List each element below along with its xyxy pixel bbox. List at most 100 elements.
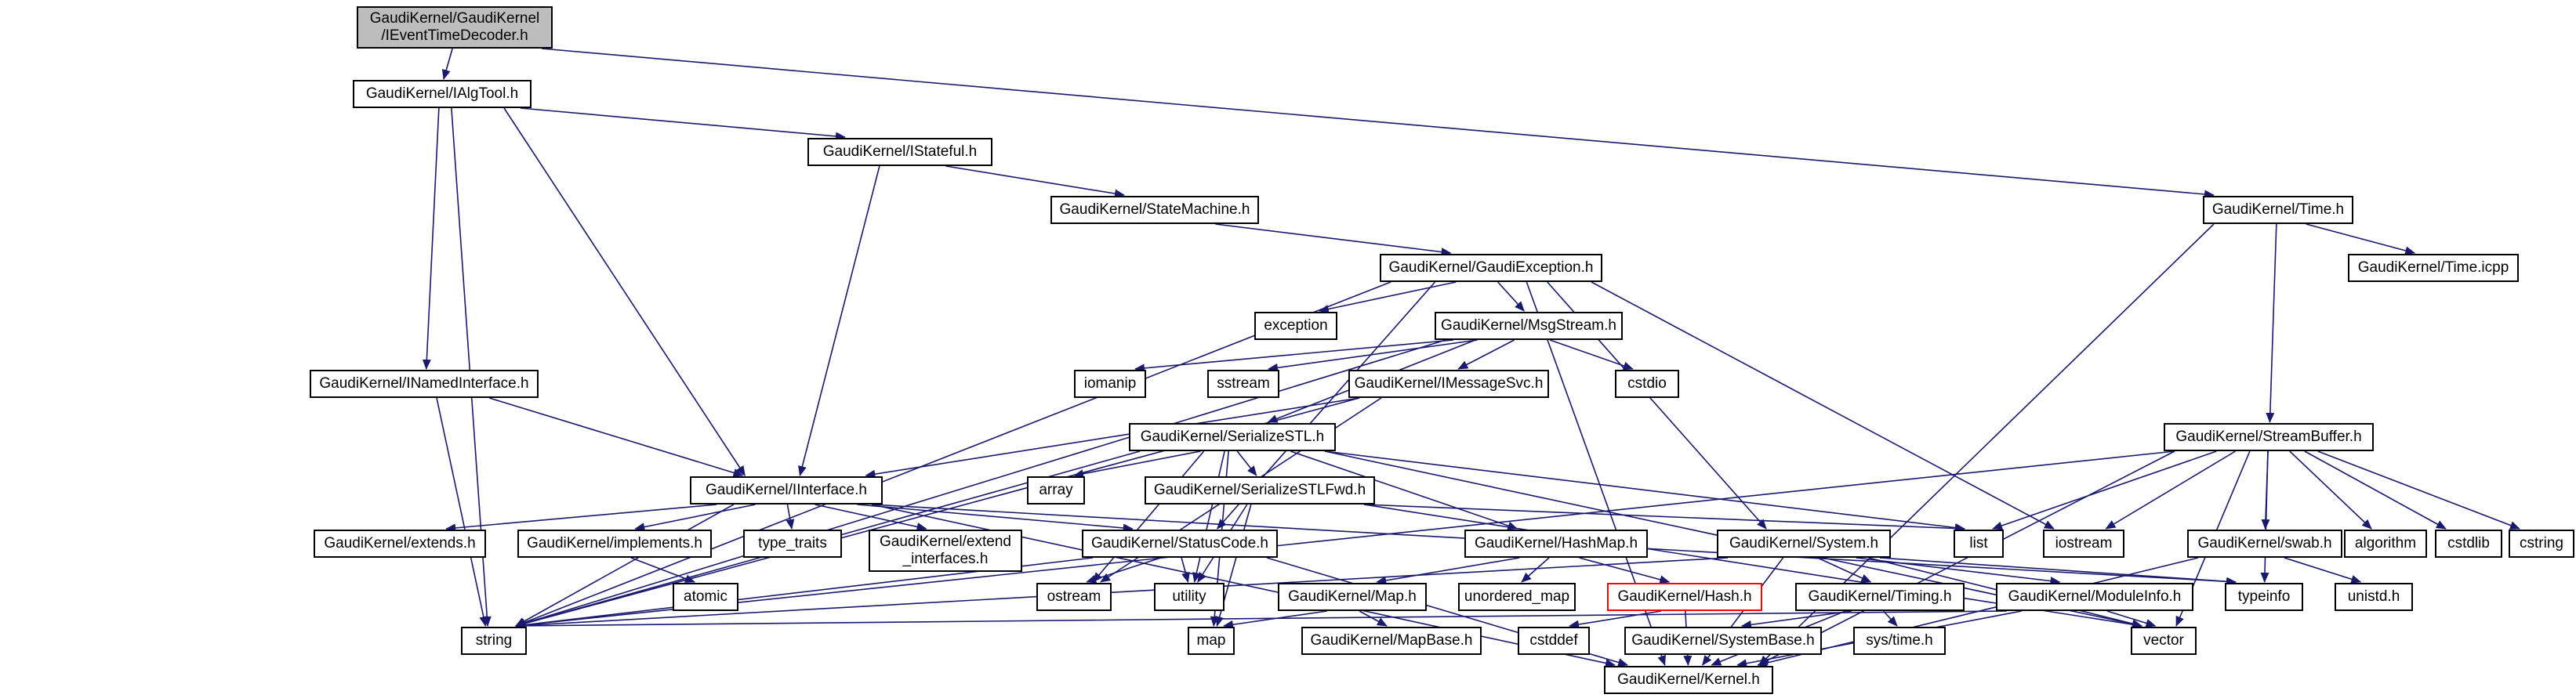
node-msgstream[interactable]: GaudiKernel/MsgStream.h [1435, 312, 1623, 340]
include-edge-maph-mapbase [1359, 610, 1388, 627]
include-edge-istateful-iinterface [798, 165, 880, 476]
include-edge-gaudiexception-msgstream [1497, 281, 1525, 312]
include-edge-streambuffer-string [515, 450, 2175, 630]
include-edge-streambuffer-list [1992, 450, 2217, 530]
include-edge-serializestl-list [1324, 450, 1965, 533]
include-edge-system-string [515, 557, 1729, 630]
include-edge-time-streambuffer [2266, 223, 2277, 423]
include-edge-moduleinfo-string [515, 610, 2008, 631]
node-swab[interactable]: GaudiKernel/swab.h [2187, 530, 2342, 558]
include-edge-streambuffer-cstdlib [2304, 450, 2447, 530]
node-time[interactable]: GaudiKernel/Time.h [2203, 196, 2353, 224]
include-edge-ialgtool-inamedinterface [422, 107, 440, 370]
node-extendinterfaces[interactable]: GaudiKernel/extend _interfaces.h [869, 530, 1022, 572]
include-edge-inamedinterface-iinterface [488, 397, 744, 477]
node-iomanip: iomanip [1074, 370, 1146, 398]
node-maph[interactable]: GaudiKernel/Map.h [1278, 583, 1427, 611]
node-kernel[interactable]: GaudiKernel/Kernel.h [1604, 666, 1773, 694]
include-edge-ialgtool-istateful [520, 107, 846, 141]
node-typeinfo: typeinfo [2225, 583, 2303, 611]
include-edge-streambuffer-kernel [1757, 450, 2175, 666]
node-hash[interactable]: GaudiKernel/Hash.h [1607, 583, 1762, 611]
node-systembase[interactable]: GaudiKernel/SystemBase.h [1624, 627, 1822, 655]
node-timeicpp[interactable]: GaudiKernel/Time.icpp [2348, 254, 2519, 282]
include-edge-implements-atomic [630, 557, 696, 583]
include-edge-gaudiexception-exception [1318, 281, 1457, 313]
include-edge-gaudiexception-iostream [1591, 281, 2055, 530]
node-sstream: sstream [1207, 370, 1279, 398]
node-ietd[interactable]: GaudiKernel/GaudiKernel /IEventTimeDecod… [357, 6, 553, 49]
include-edge-streambuffer-algorithm [2289, 450, 2372, 530]
include-edge-statemachine-gaudiexception [1215, 223, 1452, 256]
include-edge-time-timeicpp [2306, 223, 2416, 255]
include-edge-timing-systime [1882, 610, 1898, 627]
node-hashmap[interactable]: GaudiKernel/HashMap.h [1464, 530, 1648, 558]
node-iinterface[interactable]: GaudiKernel/IInterface.h [690, 476, 883, 505]
node-iostream: iostream [2043, 530, 2124, 558]
include-edge-iinterface-typetraits [785, 504, 795, 530]
include-edge-imessagesvc-iinterface [865, 397, 1360, 479]
include-edge-streambuffer-iostream [2105, 450, 2236, 530]
include-edge-ialgtool-iinterface [503, 107, 746, 476]
node-ostream: ostream [1036, 583, 1112, 611]
node-unorderedmap: unordered_map [1458, 583, 1576, 611]
include-edge-swab-kernel [1757, 557, 2199, 667]
node-typetraits: type_traits [743, 530, 842, 558]
node-gaudiexception[interactable]: GaudiKernel/GaudiException.h [1380, 254, 1602, 282]
node-cstdio: cstdio [1615, 370, 1679, 398]
node-mapbase[interactable]: GaudiKernel/MapBase.h [1301, 627, 1482, 655]
include-edge-serializestl-array [1073, 450, 1201, 479]
node-imessagesvc[interactable]: GaudiKernel/IMessageSvc.h [1348, 370, 1549, 398]
node-systime: sys/time.h [1853, 627, 1946, 655]
node-unistd: unistd.h [2335, 583, 2413, 611]
node-statemachine[interactable]: GaudiKernel/StateMachine.h [1050, 196, 1259, 224]
node-extends[interactable]: GaudiKernel/extends.h [314, 530, 486, 558]
node-implements[interactable]: GaudiKernel/implements.h [517, 530, 712, 558]
include-edge-hashmap-unorderedmap [1521, 557, 1550, 583]
node-list: list [1954, 530, 2004, 558]
node-serializestlfwd[interactable]: GaudiKernel/SerializeSTLFwd.h [1145, 476, 1375, 505]
node-streambuffer[interactable]: GaudiKernel/StreamBuffer.h [2164, 423, 2374, 451]
include-edge-streambuffer-typeinfo [2260, 450, 2269, 583]
include-edge-msgstream-sstream [1268, 339, 1478, 372]
node-exception: exception [1254, 312, 1337, 340]
node-algorithm: algorithm [2344, 530, 2427, 558]
include-edge-serializestl-ostream [1092, 450, 1205, 583]
include-edge-msgstream-string [515, 339, 1446, 627]
include-edge-istateful-statemachine [945, 165, 1125, 198]
include-edge-inamedinterface-string [436, 397, 488, 627]
include-edge-ietd-ialgtool [441, 48, 453, 80]
node-inamedinterface[interactable]: GaudiKernel/INamedInterface.h [310, 370, 539, 398]
node-timing[interactable]: GaudiKernel/Timing.h [1795, 583, 1965, 611]
include-edge-timing-systembase [1741, 610, 1852, 629]
node-array: array [1027, 476, 1085, 505]
node-cstddef: cstddef [1518, 627, 1590, 655]
node-moduleinfo[interactable]: GaudiKernel/ModuleInfo.h [1996, 583, 2193, 611]
include-edge-msgstream-cstdio [1549, 339, 1634, 371]
node-istateful[interactable]: GaudiKernel/IStateful.h [807, 138, 992, 166]
include-edge-system-moduleinfo [1856, 557, 2061, 586]
node-system[interactable]: GaudiKernel/System.h [1717, 530, 1891, 558]
include-edge-iinterface-implements [634, 504, 756, 532]
include-edge-hash-cstddef [1569, 610, 1662, 629]
include-edge-streambuffer-cstring [2317, 450, 2520, 530]
node-atomic: atomic [673, 583, 738, 611]
node-string: string [461, 627, 527, 655]
include-edge-gaudiexception-string [515, 281, 1391, 627]
node-statuscode[interactable]: GaudiKernel/StatusCode.h [1082, 530, 1278, 558]
node-ialgtool[interactable]: GaudiKernel/IAlgTool.h [353, 80, 532, 108]
include-edge-msgstream-iomanip [1134, 339, 1453, 373]
node-serializestl[interactable]: GaudiKernel/SerializeSTL.h [1129, 423, 1336, 451]
include-edge-moduleinfo-vector [2106, 610, 2157, 627]
node-map: map [1188, 627, 1235, 655]
include-edge-msgstream-imessagesvc [1457, 339, 1515, 370]
include-edge-iinterface-extends [445, 504, 717, 533]
node-utility: utility [1154, 583, 1225, 611]
include-edge-iinterface-string [515, 504, 735, 627]
include-edge-serializestl-hashmap [1290, 450, 1518, 530]
include-edge-hashmap-maph [1376, 557, 1520, 585]
include-edge-serializestlfwd-list [1363, 504, 1965, 533]
include-edge-iinterface-extendinterfaces [815, 504, 927, 531]
include-edge-ietd-time [541, 48, 2215, 199]
